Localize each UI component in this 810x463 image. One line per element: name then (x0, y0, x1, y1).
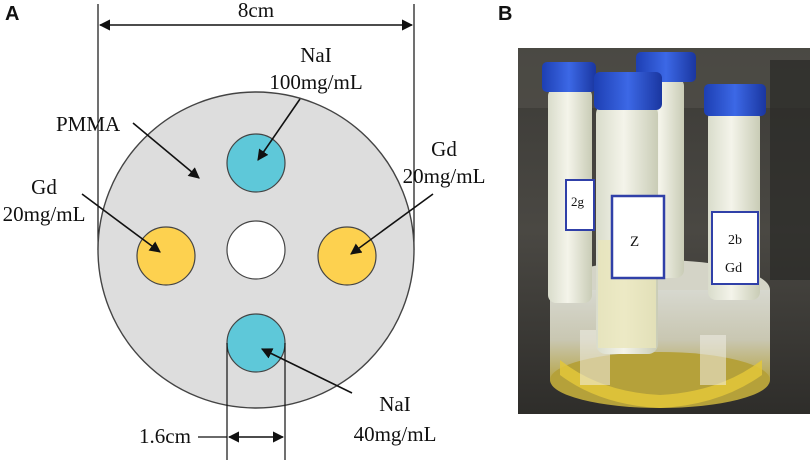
tube-front: Z (594, 72, 666, 354)
insert-left-name: Gd (31, 175, 57, 199)
insert-left-concentration: 20mg/mL (3, 202, 86, 226)
tube-back-left: 2g (542, 62, 596, 303)
insert-top-concentration: 100mg/mL (269, 70, 362, 94)
insert-diameter-label: 1.6cm (139, 424, 191, 448)
insert-top-arrow (257, 98, 301, 161)
tube-label-1: 2g (571, 194, 585, 209)
phantom-photo: 2g 2b Gd Z (518, 48, 810, 414)
tube-right: 2b Gd (704, 84, 766, 300)
insert-right-name: Gd (431, 137, 457, 161)
insert-bottom-name: NaI (379, 392, 410, 416)
center-hole (226, 220, 286, 280)
panel-letter-a: A (5, 3, 19, 25)
insert-top-name: NaI (300, 43, 331, 67)
insert-left-arrow (81, 193, 161, 253)
panel-letter-b: B (498, 3, 512, 25)
insert-right (317, 226, 377, 286)
insert-right-arrow (350, 193, 434, 255)
pmma-arrow (132, 122, 200, 179)
insert-right-concentration: 20mg/mL (403, 164, 486, 188)
width-label: 8cm (238, 0, 274, 22)
insert-bottom-arrow (260, 348, 353, 394)
insert-top (226, 133, 286, 193)
pmma-label: PMMA (56, 112, 121, 136)
tube-label-2: Z (630, 234, 639, 250)
insert-left (136, 226, 196, 286)
insert-bottom-concentration: 40mg/mL (354, 422, 437, 446)
insert-bottom (226, 313, 286, 373)
tube-label-4: Gd (725, 261, 742, 276)
tube-label-3: 2b (728, 233, 742, 248)
